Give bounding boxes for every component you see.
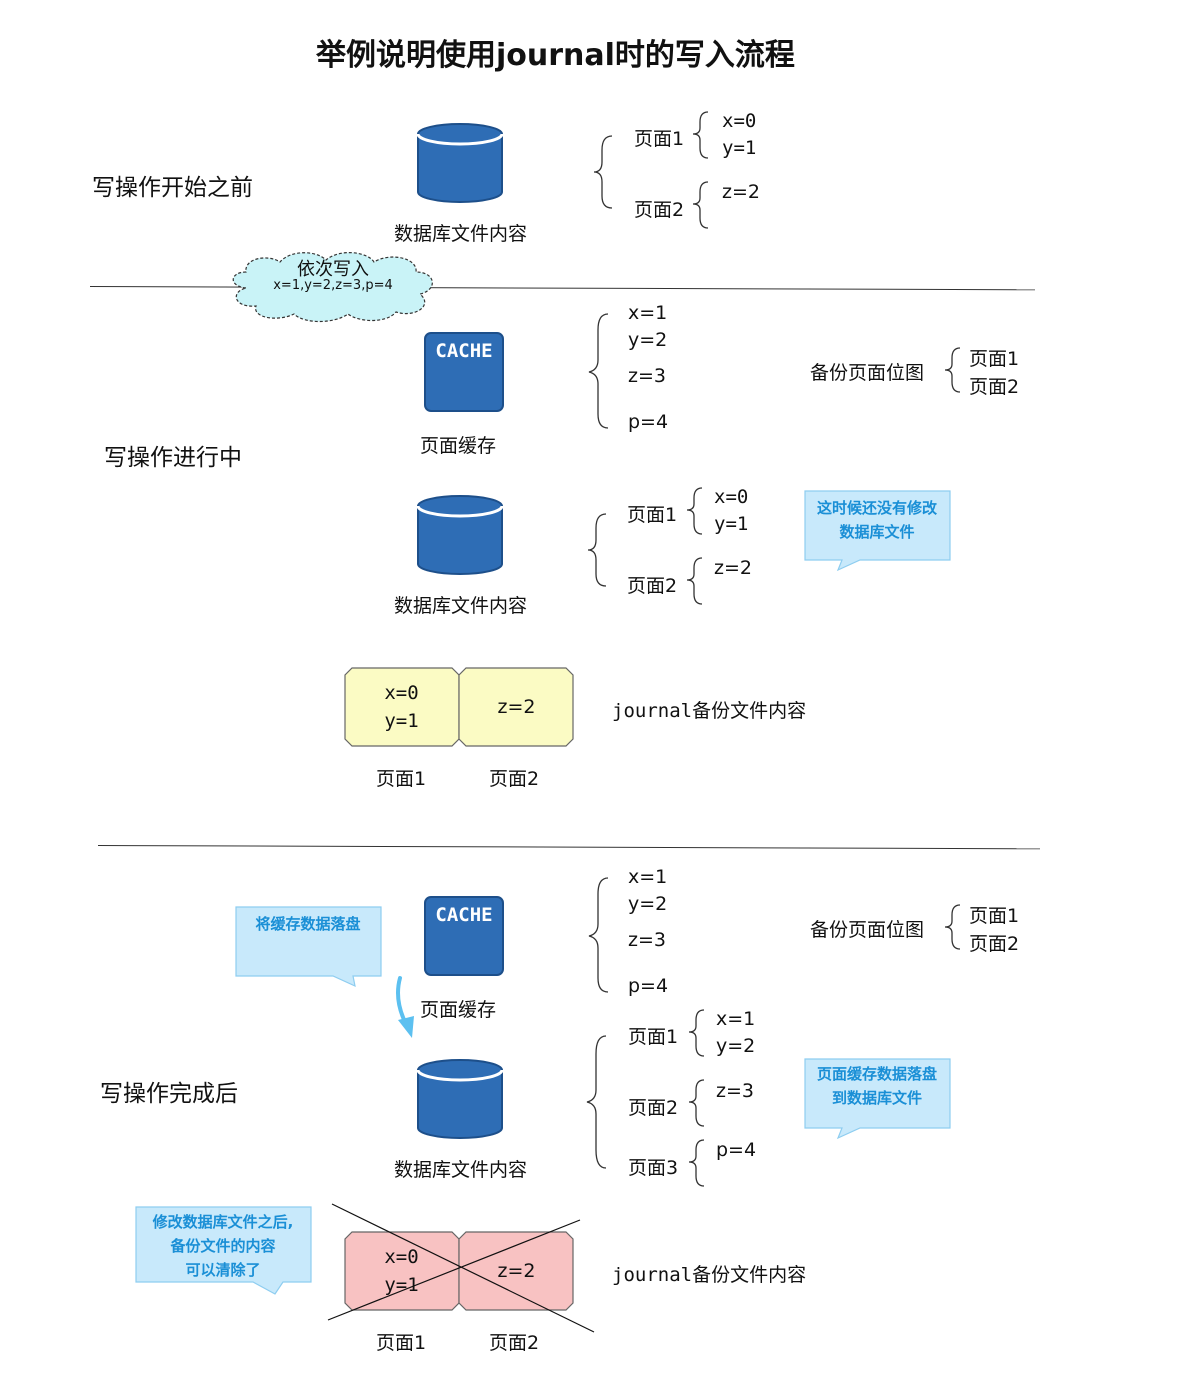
brace-icon [692, 111, 709, 159]
down-arrow-icon [396, 976, 414, 1038]
callout-clear-line1: 修改数据库文件之后, [152, 1213, 294, 1231]
brace-icon [686, 557, 703, 605]
section-during-label: 写操作进行中 [104, 445, 242, 471]
value-z: z=2 [714, 557, 752, 579]
page2-label: 页面2 [628, 1097, 679, 1119]
db-content-label: 数据库文件内容 [394, 223, 528, 245]
value-x: x=0 [714, 486, 749, 508]
page1-label: 页面1 [627, 504, 678, 526]
journal-page1-label: 页面1 [376, 1332, 427, 1354]
bitmap-page2: 页面2 [969, 376, 1020, 398]
callout-shape [235, 906, 382, 988]
callout-clear-line3: 可以清除了 [185, 1261, 261, 1279]
page1-label: 页面1 [634, 128, 685, 150]
journal-page2-z: z=2 [497, 1260, 536, 1282]
journal-page1-y: y=1 [384, 1274, 419, 1296]
value-x: x=1 [628, 866, 668, 888]
bitmap-page1: 页面1 [969, 905, 1020, 927]
value-x: x=1 [628, 302, 668, 324]
journal-page2-label: 页面2 [489, 1332, 540, 1354]
value-p: p=4 [628, 411, 669, 433]
cache-icon: CACHE [424, 332, 504, 412]
journal-page2-label: 页面2 [489, 768, 540, 790]
callout-not-modified-line2: 数据库文件 [839, 523, 915, 541]
cross-out-icon [327, 1203, 595, 1333]
brace-icon [692, 181, 709, 229]
bitmap-page2: 页面2 [969, 933, 1020, 955]
brace-icon [944, 904, 961, 950]
journal-content-label: journal备份文件内容 [612, 1264, 807, 1286]
brace-icon [944, 347, 961, 393]
cloud-shape [232, 252, 433, 323]
value-p: p=4 [716, 1139, 757, 1161]
journal-content-label: journal备份文件内容 [612, 700, 807, 722]
value-z: z=3 [716, 1080, 754, 1102]
callout-cache-to-db-line2: 到数据库文件 [831, 1089, 922, 1107]
journal-page1-label: 页面1 [376, 768, 427, 790]
cache-icon-text: CACHE [435, 904, 493, 926]
database-icon [416, 495, 504, 575]
brace-icon [588, 877, 609, 993]
brace-icon [587, 513, 607, 587]
callout-clear-line2: 备份文件的内容 [170, 1237, 276, 1255]
page-cache-label: 页面缓存 [420, 435, 497, 457]
cache-icon-text: CACHE [435, 340, 493, 362]
section-after-label: 写操作完成后 [100, 1081, 238, 1107]
value-x: x=0 [722, 110, 757, 132]
page-cache-label: 页面缓存 [420, 999, 497, 1021]
value-y: y=1 [714, 513, 749, 535]
value-y: y=2 [716, 1035, 756, 1057]
page1-label: 页面1 [628, 1026, 679, 1048]
journal-page1-x: x=0 [384, 682, 419, 704]
page-title: 举例说明使用journal时的写入流程 [316, 38, 795, 73]
db-content-label: 数据库文件内容 [394, 1159, 528, 1181]
callout-not-modified-line1: 这时候还没有修改 [816, 499, 937, 517]
journal-page2-z: z=2 [497, 696, 536, 718]
brace-icon [688, 1079, 705, 1127]
value-y: y=2 [628, 893, 668, 915]
brace-icon [688, 1139, 705, 1187]
cloud-subtitle: x=1,y=2,z=3,p=4 [273, 278, 393, 293]
callout-shape [804, 1058, 951, 1140]
brace-icon [688, 1009, 705, 1057]
cloud-title: 依次写入 [297, 259, 369, 280]
page2-label: 页面2 [634, 199, 685, 221]
bitmap-page1: 页面1 [969, 348, 1020, 370]
backup-bitmap-label: 备份页面位图 [810, 919, 925, 941]
callout-shape [135, 1206, 312, 1295]
cache-icon: CACHE [424, 896, 504, 976]
callout-flush-cache: 将缓存数据落盘 [255, 915, 361, 933]
separator-line-2 [97, 845, 1040, 850]
value-x: x=1 [716, 1008, 756, 1030]
section-before-label: 写操作开始之前 [92, 175, 253, 201]
value-y: y=1 [722, 137, 757, 159]
brace-icon [686, 487, 703, 535]
callout-cache-to-db-line1: 页面缓存数据落盘 [816, 1065, 937, 1083]
backup-bitmap-label: 备份页面位图 [810, 362, 925, 384]
value-z: z=3 [628, 929, 666, 951]
value-z: z=3 [628, 365, 666, 387]
value-p: p=4 [628, 975, 669, 997]
brace-icon [588, 313, 609, 429]
brace-icon [586, 1035, 607, 1169]
journal-pages [344, 667, 574, 747]
journal-page1-x: x=0 [384, 1246, 419, 1268]
db-content-label: 数据库文件内容 [394, 595, 528, 617]
callout-shape [804, 490, 951, 572]
brace-icon [593, 135, 613, 209]
value-z: z=2 [722, 181, 760, 203]
journal-page1-y: y=1 [384, 710, 419, 732]
page2-label: 页面2 [627, 575, 678, 597]
page3-label: 页面3 [628, 1157, 679, 1179]
database-icon [416, 123, 504, 203]
value-y: y=2 [628, 329, 668, 351]
database-icon [416, 1059, 504, 1139]
